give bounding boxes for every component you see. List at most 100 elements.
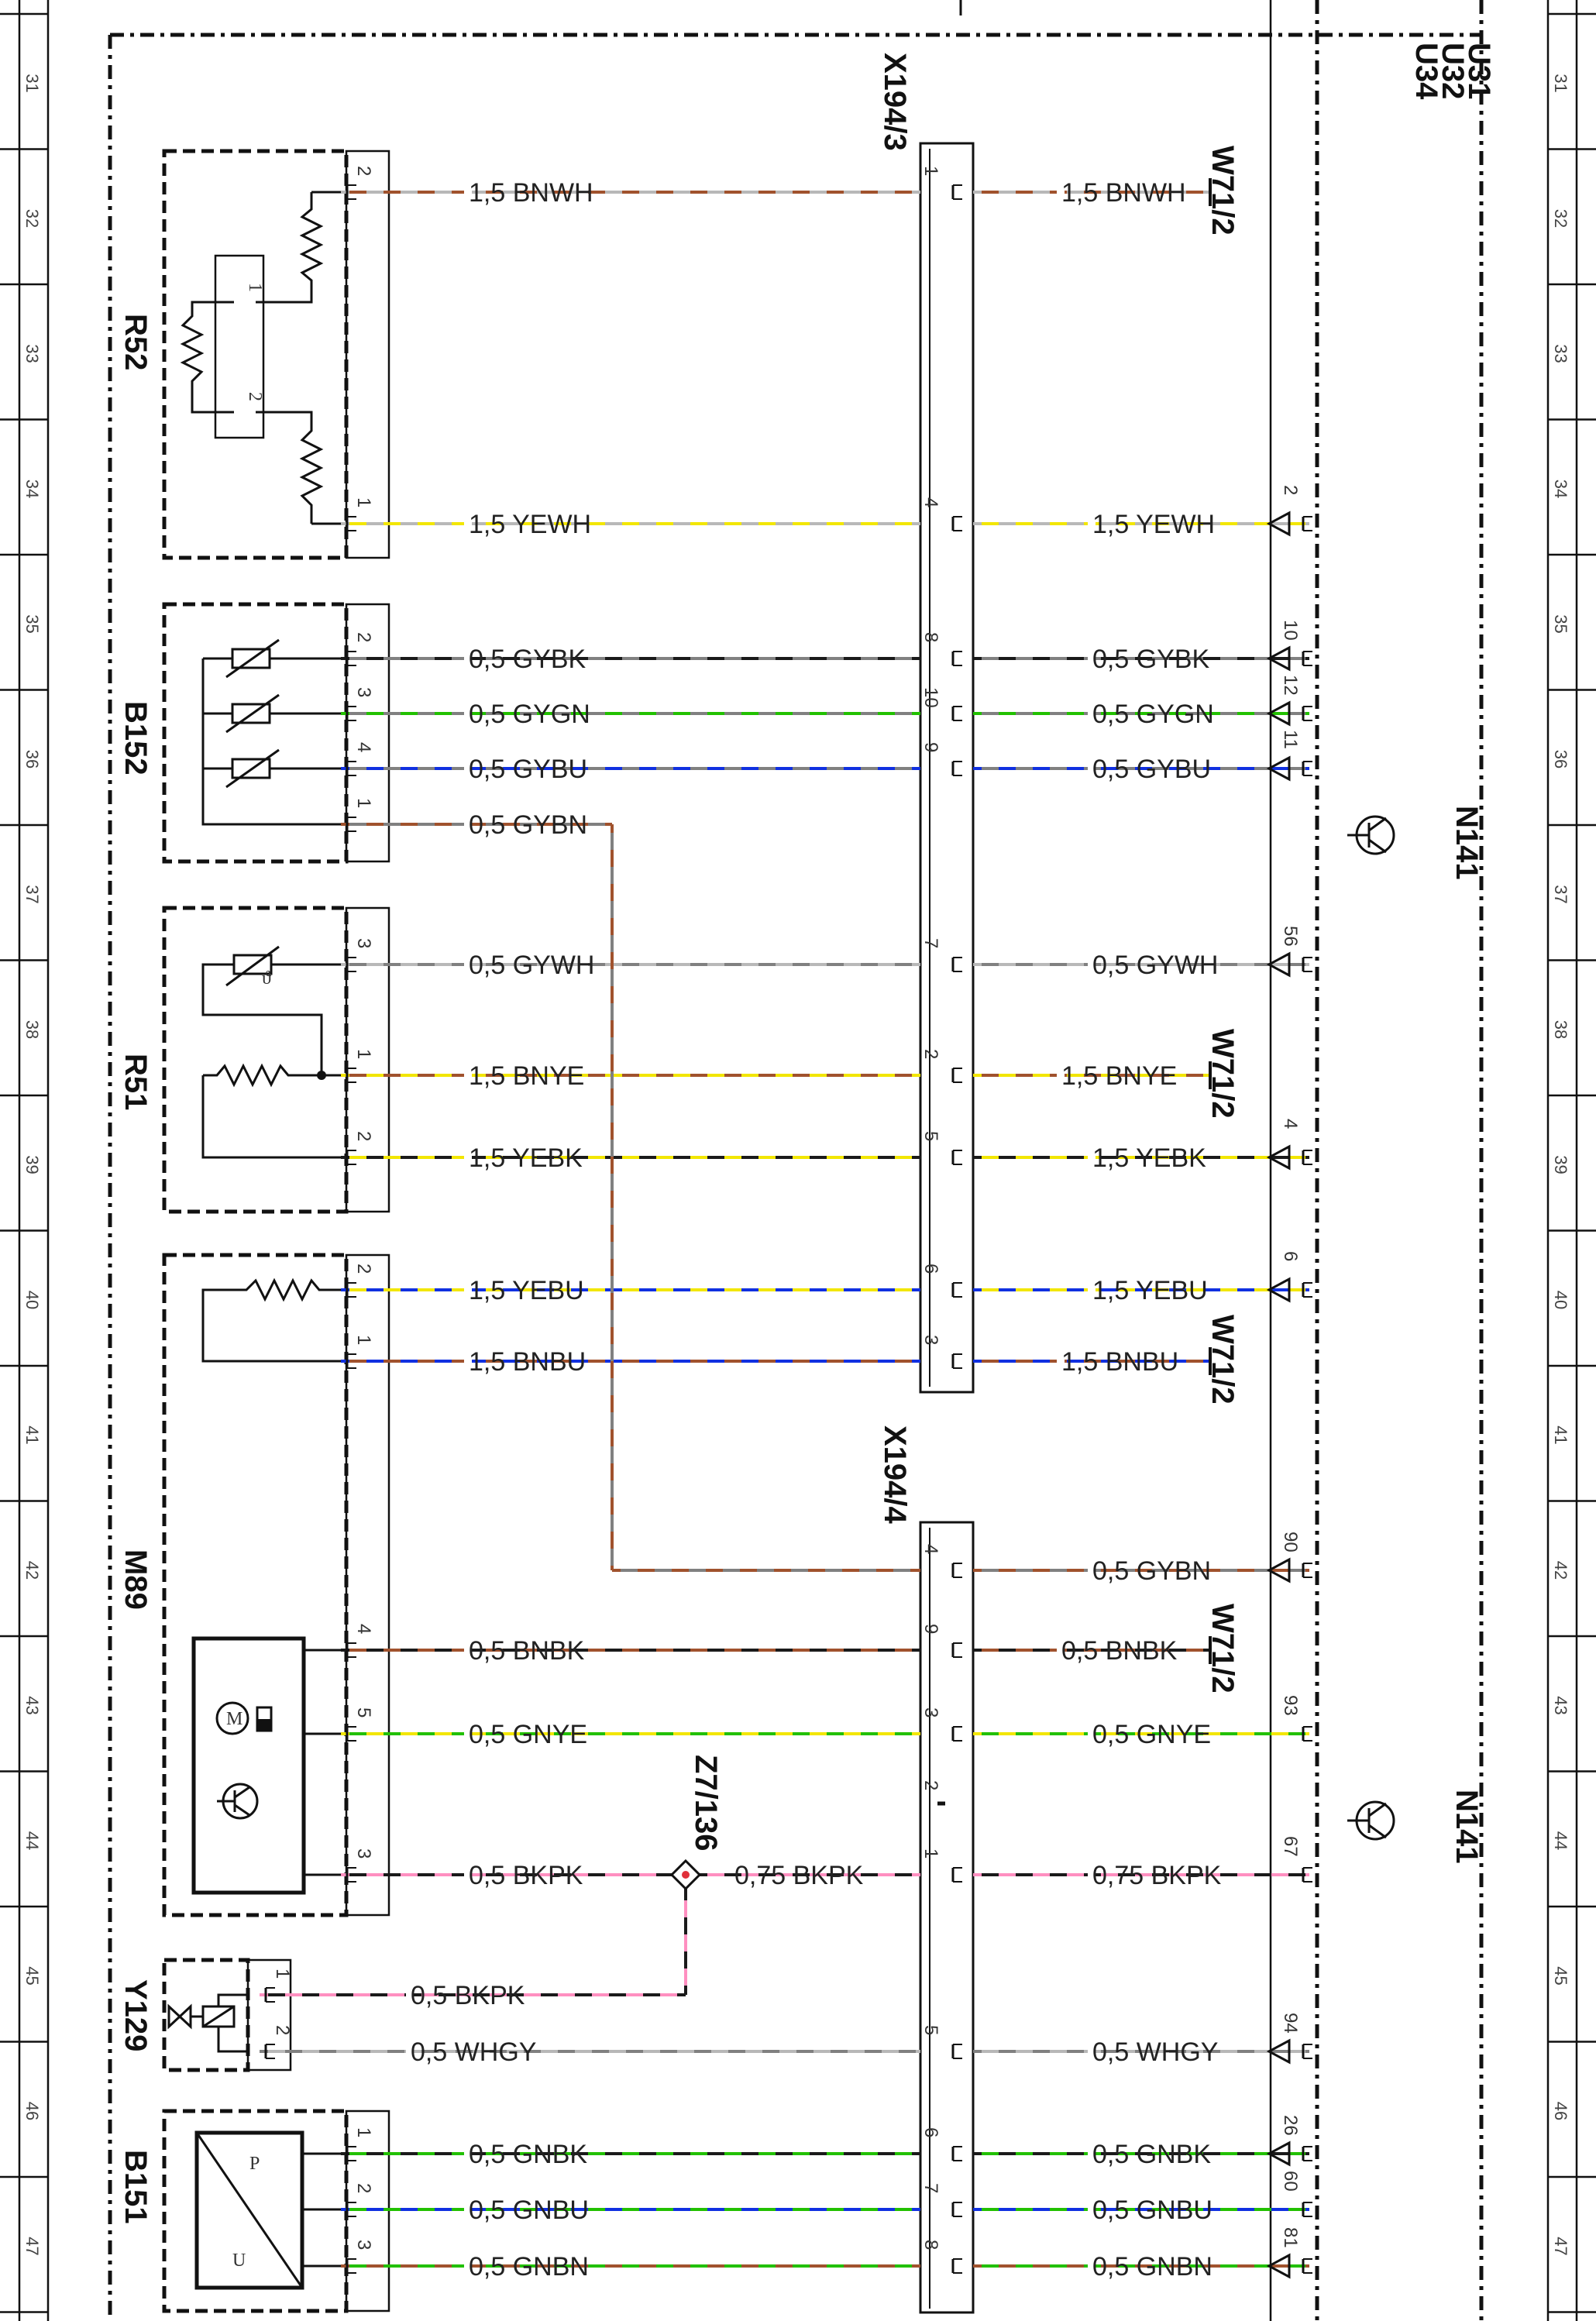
wire-label-right: 0,5 GYWH: [1092, 951, 1218, 980]
ruler-number: 45: [22, 1966, 42, 1985]
wire-label-left: 0,5 GYBN: [469, 810, 587, 840]
wire-label-left: 0,5 GYBK: [469, 645, 586, 674]
pin-number: 6: [920, 1264, 941, 1274]
ruler-number: 34: [22, 480, 42, 498]
wire-gybn-jumper: [611, 824, 920, 1572]
ruler-number: 47: [22, 2237, 42, 2255]
pin-number: 10: [1280, 620, 1301, 641]
component-r51: ϑ R51: [119, 906, 390, 1214]
component-label-r51: R51: [119, 1054, 153, 1110]
wire-label-left: 0,5 BKPK: [469, 1861, 583, 1890]
splice-label: Z7/136: [689, 1755, 723, 1852]
destination-w71-2: W71/2: [1206, 1315, 1240, 1405]
pin-number: 6: [920, 2127, 941, 2137]
frame-label-u31: U31: [1462, 43, 1496, 99]
component-m89: M M89: [119, 1253, 390, 1917]
pin-number: 5: [353, 1707, 374, 1718]
pin-number: 1: [272, 1969, 293, 1979]
pin-number: 1: [353, 798, 374, 808]
pin-number: 4: [353, 1624, 374, 1634]
ruler-number: 42: [22, 1561, 42, 1580]
pin-number: 2: [353, 2183, 374, 2193]
wire-label-left: 0,5 GNBK: [469, 2140, 587, 2169]
svg-text:M: M: [226, 1709, 242, 1729]
ruler-number: 38: [1551, 1020, 1570, 1039]
ruler-number: 37: [22, 885, 42, 903]
component-r52: 1 2 R52: [119, 149, 390, 560]
ruler-number: 44: [1551, 1831, 1570, 1850]
ruler-number: 46: [22, 2102, 42, 2120]
component-label-y129: Y129: [119, 1979, 153, 2051]
wire-label-right: 1,5 BNYE: [1061, 1061, 1177, 1091]
pin-number: 1: [353, 497, 374, 507]
pin-number: 8: [920, 2240, 941, 2250]
ruler-number: 36: [22, 750, 42, 769]
transistor-icon-lower: [1347, 1800, 1395, 1841]
ruler-number: 43: [1551, 1696, 1570, 1714]
pin-number: 56: [1280, 926, 1301, 947]
ruler-number: 39: [22, 1155, 42, 1174]
ruler-number: 32: [1551, 209, 1570, 228]
component-label-m89: M89: [119, 1549, 153, 1610]
pin-number: 1: [353, 1335, 374, 1345]
pin-number: 1: [920, 1848, 941, 1859]
ruler-number: 46: [1551, 2102, 1570, 2120]
arrow-icon: [1266, 511, 1291, 537]
outer-frame: [108, 0, 1484, 2321]
component-b152: B152: [119, 602, 390, 864]
ruler-number: 42: [1551, 1561, 1570, 1580]
ruler-number: 39: [1551, 1155, 1570, 1174]
arrow-icon: [1266, 2038, 1291, 2065]
ruler-number: 45: [1551, 1966, 1570, 1985]
wire-label-left: 1,5 BNYE: [469, 1061, 584, 1091]
component-label-r52: R52: [119, 314, 153, 370]
pin-number: 2: [1280, 485, 1301, 495]
arrow-icon: [1266, 1144, 1291, 1171]
connector-label-x194-4: X194/4: [878, 1425, 912, 1525]
pin-number: 81: [1280, 2227, 1301, 2248]
pin-number: 3: [353, 938, 374, 948]
wire-label-left: 1,5 YEBK: [469, 1143, 583, 1173]
ruler-number: 47: [1551, 2237, 1570, 2255]
svg-text:1: 1: [245, 283, 265, 292]
arrow-icon: [1266, 951, 1291, 978]
wire-label-right: 0,5 GNBN: [1092, 2252, 1212, 2281]
wire-label-right: 0,5 BNBK: [1061, 1636, 1178, 1666]
wire-label-right: 1,5 YEBK: [1092, 1143, 1206, 1173]
pin-number: 5: [920, 2025, 941, 2035]
pin-number: 26: [1280, 2115, 1301, 2136]
wire-label-right: 1,5 BNBU: [1061, 1347, 1178, 1377]
transistor-icon-m89: [217, 1783, 259, 1820]
b151-p-letter: P: [249, 2154, 260, 2174]
pin-number: 9: [920, 742, 941, 752]
pin-number: 2: [272, 2025, 293, 2035]
wire-label-right: 1,5 YEWH: [1092, 510, 1215, 539]
pin-number: 60: [1280, 2171, 1301, 2192]
wire-label-left: 1,5 BNBU: [469, 1347, 586, 1377]
arrow-icon: [1266, 755, 1291, 782]
ruler-number: 40: [1551, 1291, 1570, 1309]
wire-label-left: 0,5 GNBU: [469, 2195, 589, 2225]
component-label-b151: B151: [119, 2150, 153, 2224]
wire-label-left: 0,5 BNBK: [469, 1636, 585, 1666]
pin-number: 2: [353, 1131, 374, 1141]
pin-number: 1: [353, 2127, 374, 2137]
pin-number: 5: [920, 1131, 941, 1141]
theta-symbol: ϑ: [262, 968, 271, 989]
wire-label-left: 0,5 GNBN: [469, 2252, 589, 2281]
ruler-number: 33: [22, 344, 42, 363]
